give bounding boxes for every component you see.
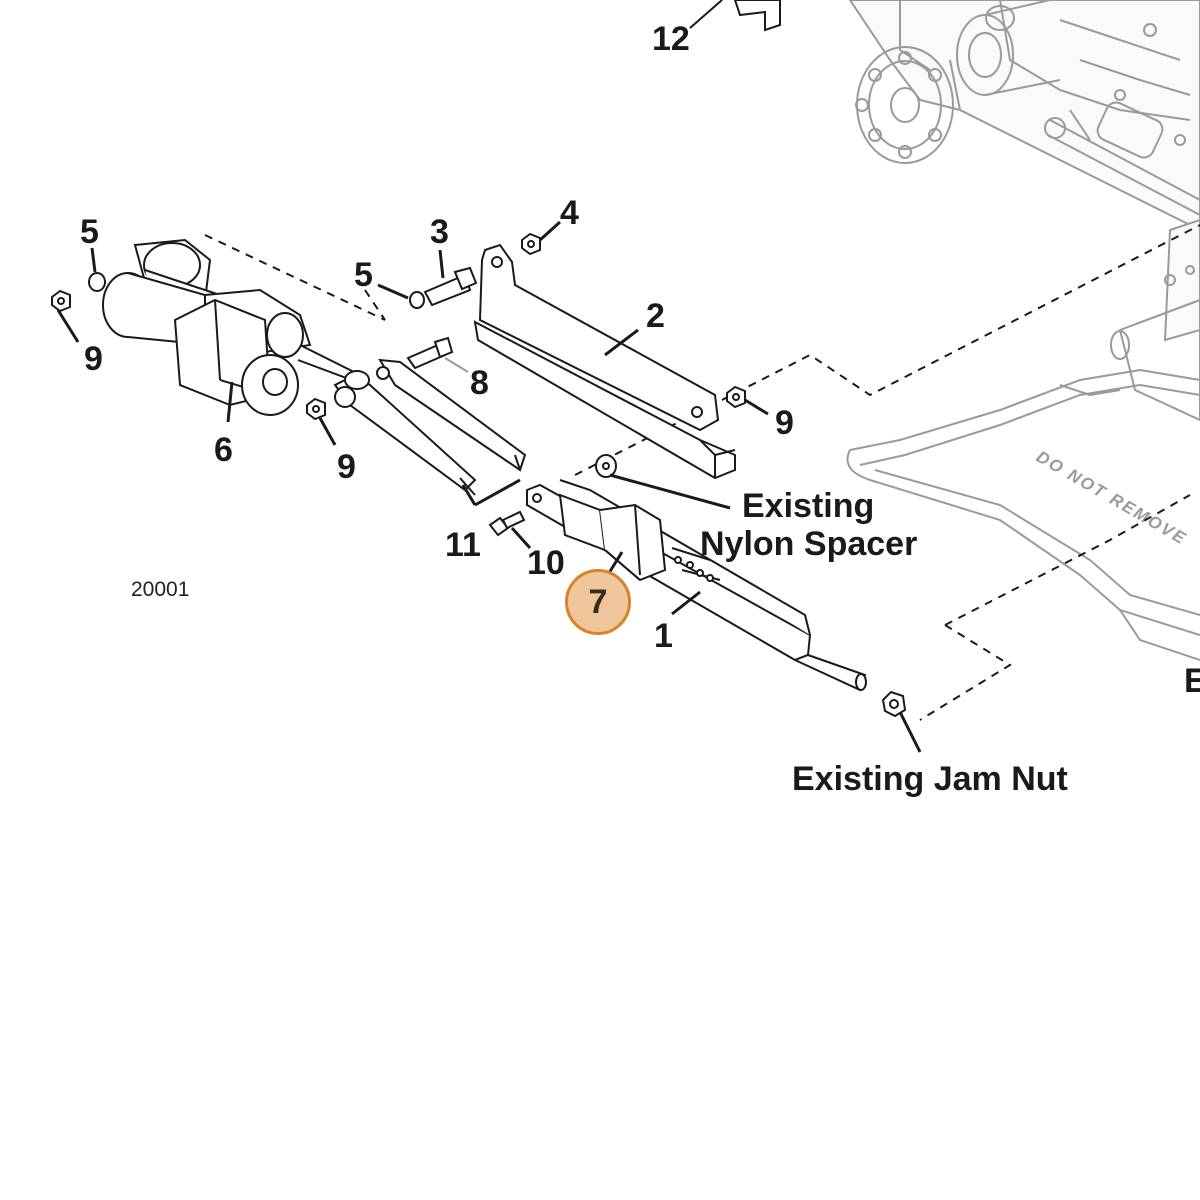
callout-9-right: 9 <box>775 404 794 442</box>
leader-line-8 <box>444 357 469 373</box>
callout-9-left: 9 <box>84 340 103 378</box>
bracket-part-12 <box>689 0 781 32</box>
dashed-assembly-lines <box>149 224 1200 721</box>
bracket-part-2 <box>473 243 736 480</box>
callout-1: 1 <box>654 617 673 655</box>
callout-9-center: 9 <box>337 448 356 486</box>
callout-6: 6 <box>214 431 233 469</box>
clamp-part-7 <box>558 493 667 582</box>
callout-10: 10 <box>527 544 565 582</box>
svg-text:DO NOT REMOVE: DO NOT REMOVE <box>1033 447 1190 549</box>
bolt-part-8 <box>406 336 454 370</box>
callout-8: 8 <box>470 364 489 402</box>
leader-lines <box>56 220 922 753</box>
callout-7-highlighted: 7 <box>565 569 631 635</box>
callout-3: 3 <box>430 213 449 251</box>
callout-5-left: 5 <box>80 213 99 251</box>
label-existing-nylon-spacer-line2: Nylon Spacer <box>700 525 918 563</box>
callout-5-center: 5 <box>354 256 373 294</box>
callout-11: 11 <box>445 526 481 564</box>
callout-4: 4 <box>560 194 579 232</box>
nylon-spacer <box>595 454 617 478</box>
decal-text: DO NOT REMOVE <box>1033 447 1190 549</box>
callout-2: 2 <box>646 297 665 335</box>
label-existing-jam-nut: Existing Jam Nut <box>792 760 1068 798</box>
strap-part-11 <box>333 358 527 496</box>
callout-7-number: 7 <box>588 582 608 621</box>
nuts-parts-4-9 <box>51 232 907 718</box>
label-existing-nylon-spacer-line1: Existing <box>742 487 875 525</box>
figure-id: 20001 <box>131 578 190 601</box>
washers-part-5 <box>88 272 425 309</box>
bolt-part-3 <box>423 266 478 307</box>
callout-e-partial: E <box>1184 662 1200 700</box>
actuator-part-6 <box>102 238 368 416</box>
bolt-part-10 <box>488 510 526 537</box>
chassis-background <box>846 0 1200 661</box>
callout-12: 12 <box>652 20 690 58</box>
